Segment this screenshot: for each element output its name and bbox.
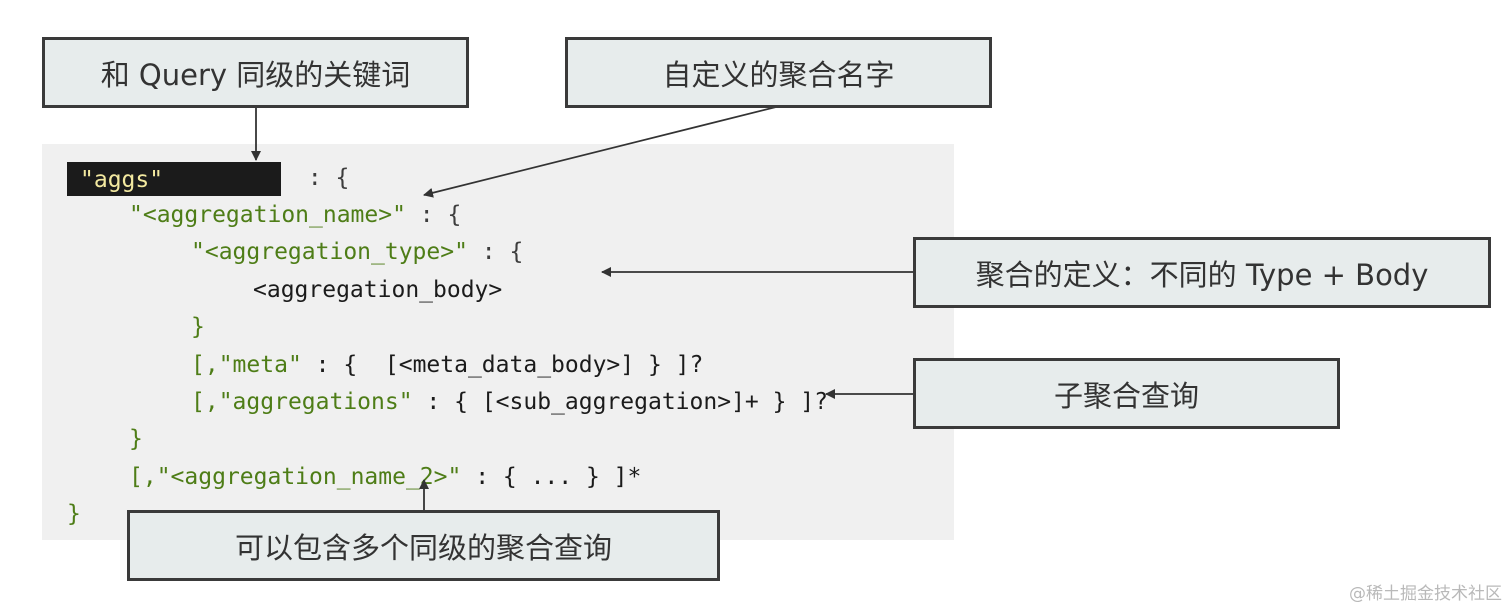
code-line-4: <aggregation_body> — [253, 277, 503, 303]
code-line-10: } — [67, 501, 81, 527]
aggs-keyword: "aggs" — [80, 167, 164, 193]
aggs-highlight — [67, 162, 281, 196]
label-text: 子聚合查询 — [1053, 378, 1199, 413]
label-text: 和 Query 同级的关键词 — [100, 57, 411, 92]
label-box-multiple: 可以包含多个同级的聚合查询 — [127, 510, 720, 581]
code-text: : { [<sub_aggregation>]+ } ]? — [412, 389, 828, 415]
label-box-custom-name: 自定义的聚合名字 — [565, 37, 992, 108]
code-string: "meta" — [218, 352, 302, 378]
code-line-7: [,"aggregations" : { [<sub_aggregation>]… — [191, 387, 828, 417]
code-string: "<aggregation_type>" — [191, 239, 468, 265]
code-line-5: } — [191, 314, 205, 340]
code-line-3: "<aggregation_type>" : { — [191, 237, 523, 267]
label-text: 可以包含多个同级的聚合查询 — [234, 530, 612, 565]
code-line-6: [,"meta" : { [<meta_data_body>] } ]? — [191, 350, 703, 380]
code-text: : { ... } ]* — [461, 464, 642, 490]
label-box-keyword: 和 Query 同级的关键词 — [42, 37, 469, 108]
code-text: : { — [467, 239, 524, 265]
label-box-sub-aggregation: 子聚合查询 — [913, 358, 1340, 429]
code-text: [, — [191, 352, 219, 378]
code-string: "<aggregation_name_2>" — [156, 464, 462, 490]
watermark: @稀土掘金技术社区 — [1349, 584, 1502, 604]
code-line-8: } — [129, 426, 143, 452]
label-box-definition: 聚合的定义：不同的 Type + Body — [913, 237, 1491, 308]
code-text: : { — [405, 202, 462, 228]
code-block-background — [42, 144, 954, 540]
code-string: "<aggregation_name>" — [129, 202, 406, 228]
code-line-9: [,"<aggregation_name_2>" : { ... } ]* — [129, 462, 641, 492]
label-text: 自定义的聚合名字 — [662, 57, 895, 92]
code-line-2: "<aggregation_name>" : { — [129, 200, 461, 230]
label-text: 聚合的定义：不同的 Type + Body — [975, 257, 1429, 292]
code-string: "aggregations" — [218, 389, 413, 415]
code-text: : { [<meta_data_body>] } ]? — [301, 352, 704, 378]
code-line-1: : { — [294, 163, 350, 193]
code-text: [, — [129, 464, 157, 490]
arrow-custom-name — [423, 106, 777, 198]
code-text: : { — [294, 165, 350, 191]
code-text: [, — [191, 389, 219, 415]
